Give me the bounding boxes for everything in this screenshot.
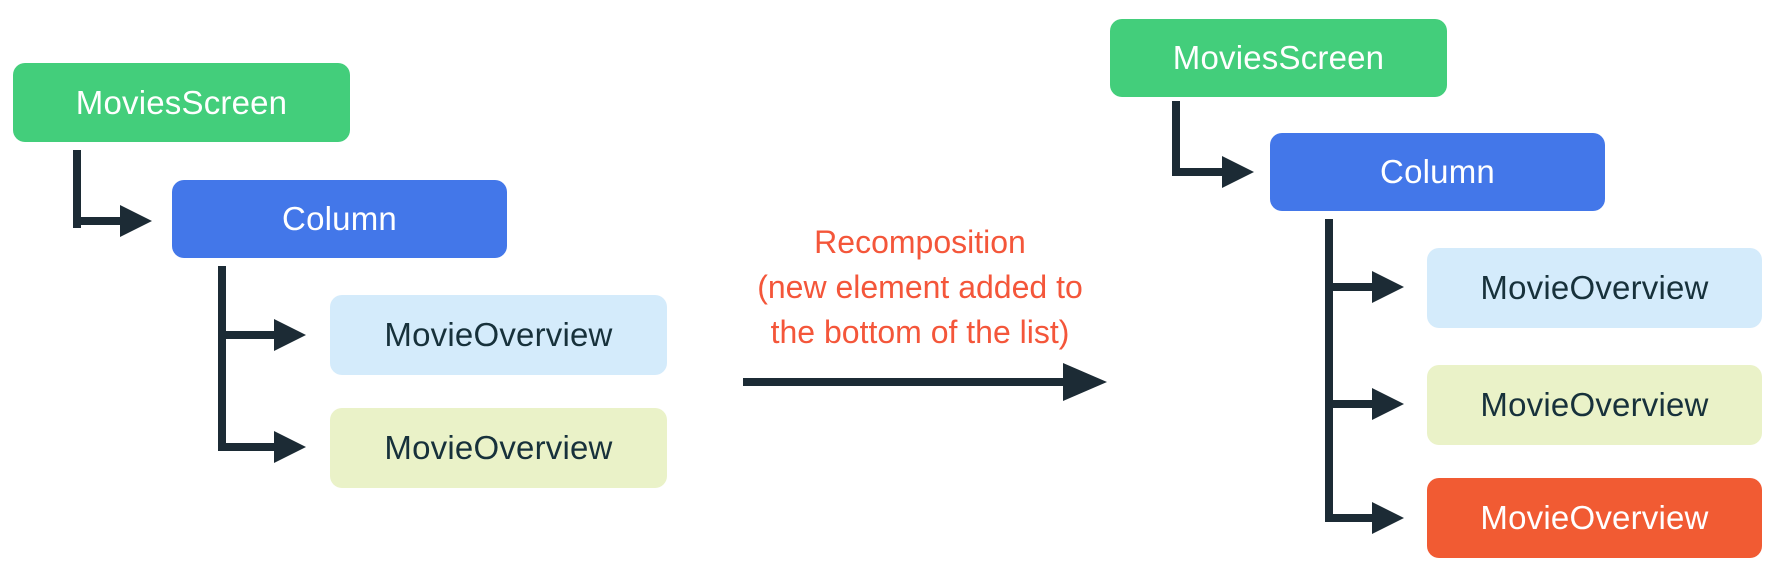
- left-movies-screen-node: MoviesScreen: [13, 63, 350, 142]
- right-branch-3-hline: [1325, 514, 1374, 522]
- arrowhead-right-icon: [1222, 156, 1254, 188]
- right-branch-1-hline: [1325, 283, 1374, 291]
- arrowhead-right-icon: [1063, 363, 1107, 401]
- left-column-node: Column: [172, 180, 507, 258]
- recomposition-label-line-3: the bottom of the list): [770, 314, 1070, 350]
- arrowhead-right-icon: [274, 431, 306, 463]
- right-movies-screen-node: MoviesScreen: [1110, 19, 1447, 97]
- left-branch-2-hline: [218, 443, 276, 451]
- right-branch-2-hline: [1325, 400, 1374, 408]
- left-movie-overview-node-2: MovieOverview: [330, 408, 667, 488]
- recomposition-label: Recomposition (new element added to the …: [620, 220, 1220, 355]
- recomposition-label-line-1: Recomposition: [814, 224, 1026, 260]
- arrowhead-right-icon: [1372, 271, 1404, 303]
- recomposition-arrow-shaft: [743, 378, 1065, 386]
- left-movie-overview-node-1: MovieOverview: [330, 295, 667, 375]
- left-branch-1-hline: [218, 331, 276, 339]
- right-movie-overview-node-1: MovieOverview: [1427, 248, 1762, 328]
- right-movie-overview-node-3-new: MovieOverview: [1427, 478, 1762, 558]
- right-root-connector-vline: [1172, 101, 1180, 176]
- right-column-trunk-vline: [1325, 219, 1333, 518]
- right-movie-overview-node-2: MovieOverview: [1427, 365, 1762, 445]
- arrowhead-right-icon: [1372, 388, 1404, 420]
- right-column-node: Column: [1270, 133, 1605, 211]
- right-root-connector-hline: [1172, 168, 1224, 176]
- left-column-trunk-vline: [218, 266, 226, 451]
- left-root-connector-vline: [73, 150, 81, 228]
- arrowhead-right-icon: [120, 205, 152, 237]
- arrowhead-right-icon: [1372, 502, 1404, 534]
- recomposition-label-line-2: (new element added to: [757, 269, 1083, 305]
- arrowhead-right-icon: [274, 319, 306, 351]
- left-root-connector-hline: [73, 217, 125, 225]
